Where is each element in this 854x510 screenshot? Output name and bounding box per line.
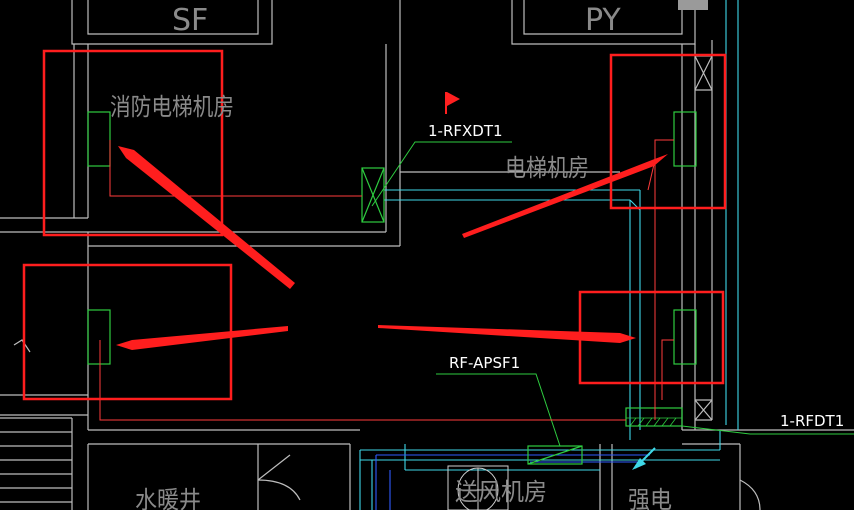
column-block: [678, 0, 708, 10]
fan-unit: [447, 465, 509, 510]
room-label-water-heating: 水暖井: [135, 486, 201, 510]
flag-icon: [445, 92, 460, 114]
arrow-to-elevator-right: [462, 154, 668, 238]
ducts: [359, 0, 739, 510]
arrow-to-right-lower: [378, 325, 636, 343]
room-label-fan: 送风机房: [455, 478, 547, 506]
equipment-tag-rfxdt1: 1-RFXDT1: [428, 122, 503, 140]
red-arrows: [116, 146, 668, 350]
arrow-to-left-lower: [116, 326, 288, 350]
red-wiring: [99, 139, 674, 421]
highlight-elevator-right: [609, 53, 727, 210]
room-label-elevator: 电梯机房: [505, 154, 589, 182]
airflow-arrowhead: [632, 458, 646, 470]
equipment-tag-rfdt1: 1-RFDT1: [780, 412, 844, 430]
equipment: [87, 111, 697, 465]
equipment-tag-rfapsf1: RF-APSF1: [449, 354, 520, 372]
room-label-strong-current: 强电: [628, 486, 672, 510]
damper-hatch-lines: [626, 417, 682, 427]
highlight-fire-elevator: [42, 49, 224, 237]
damper-hatched: [625, 407, 683, 427]
ducts-blue: [375, 454, 650, 510]
room-label-py: PY: [585, 3, 621, 38]
highlight-left-lower: [22, 263, 233, 401]
arrow-to-fire-elevator: [118, 146, 295, 289]
room-label-fire-elevator: 消防电梯机房: [110, 93, 234, 121]
room-label-sf: SF: [172, 3, 208, 38]
leader-lines: [371, 141, 854, 447]
